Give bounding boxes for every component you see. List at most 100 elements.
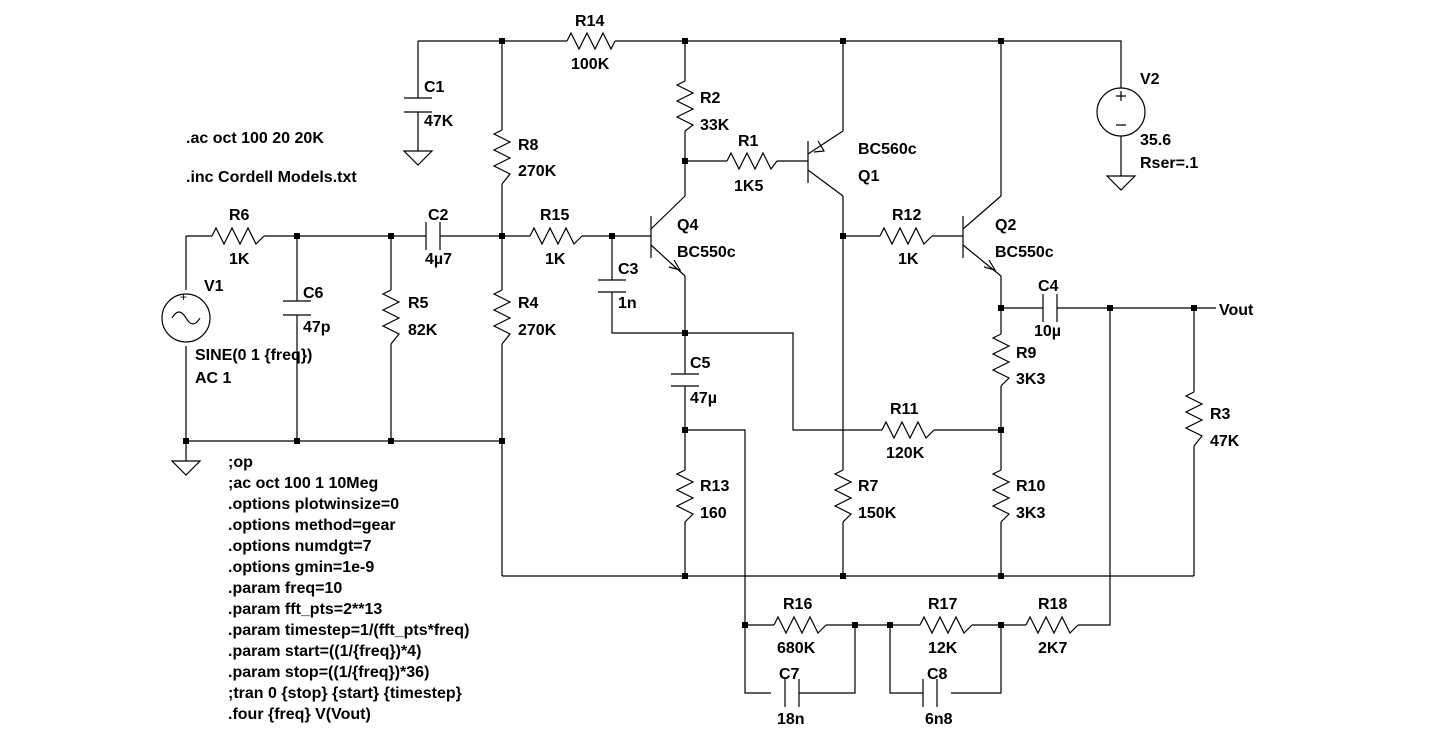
resistor-r6: R6 1K bbox=[211, 207, 265, 268]
directive-line: .param fft_pts=2**13 bbox=[228, 601, 382, 618]
c3-ref: C3 bbox=[618, 261, 639, 278]
directive-line: .param timestep=1/(fft_pts*freq) bbox=[228, 622, 469, 639]
q2-model: BC550c bbox=[995, 244, 1054, 261]
r9-ref: R9 bbox=[1016, 345, 1037, 362]
r2-ref: R2 bbox=[700, 90, 721, 107]
ground-icon-v1 bbox=[170, 460, 202, 476]
r2-value: 33K bbox=[700, 117, 730, 134]
transistor-q2: Q2 BC550c bbox=[962, 195, 1054, 277]
c1-value: 47K bbox=[424, 113, 454, 130]
r6-ref: R6 bbox=[229, 207, 250, 224]
ground-icon-c1 bbox=[402, 150, 434, 166]
directive-line: .inc Cordell Models.txt bbox=[186, 169, 357, 186]
resistor-r17: R17 12K bbox=[919, 596, 973, 657]
capacitor-c6: C6 47p bbox=[283, 285, 331, 336]
directive-line: .ac oct 100 20 20K bbox=[186, 130, 324, 147]
resistor-r13: R13 160 bbox=[675, 469, 729, 523]
resistor-r2: R2 33K bbox=[675, 80, 730, 134]
r13-value: 160 bbox=[700, 505, 727, 522]
transistor-q1: BC560c Q1 bbox=[807, 130, 917, 197]
c4-value: 10µ bbox=[1034, 323, 1061, 340]
c7-value: 18n bbox=[777, 711, 805, 728]
capacitor-c4: C4 10µ bbox=[1034, 278, 1061, 340]
resistor-r15: R15 1K bbox=[529, 207, 583, 268]
capacitor-c3: C3 1n bbox=[598, 261, 639, 312]
directive-line: .options numdgt=7 bbox=[228, 538, 372, 555]
c2-value: 4µ7 bbox=[425, 251, 452, 268]
directives-bottom: ;op ;ac oct 100 1 10Meg .options plotwin… bbox=[228, 454, 469, 723]
r12-ref: R12 bbox=[892, 207, 921, 224]
r1-value: 1K5 bbox=[734, 178, 763, 195]
directive-line: ;op bbox=[228, 454, 253, 471]
transistor-q4: Q4 BC550c bbox=[650, 195, 736, 277]
resistor-r5: R5 82K bbox=[381, 289, 438, 345]
dc-source-v2: V2 35.6 Rser=.1 bbox=[1096, 71, 1198, 172]
resistor-r3: R3 47K bbox=[1184, 391, 1240, 450]
r10-value: 3K3 bbox=[1016, 505, 1045, 522]
r9-value: 3K3 bbox=[1016, 371, 1045, 388]
directive-line: .param start=((1/{freq})*4) bbox=[228, 643, 421, 660]
c4-ref: C4 bbox=[1038, 278, 1059, 295]
r15-value: 1K bbox=[545, 251, 566, 268]
c8-value: 6n8 bbox=[925, 711, 953, 728]
r6-value: 1K bbox=[229, 251, 250, 268]
capacitor-c8: C8 6n8 bbox=[922, 666, 953, 728]
v1-value2: AC 1 bbox=[195, 370, 232, 387]
q2-ref: Q2 bbox=[995, 217, 1016, 234]
v2-value1: 35.6 bbox=[1140, 132, 1171, 149]
q4-ref: Q4 bbox=[677, 217, 698, 234]
directive-line: .options plotwinsize=0 bbox=[228, 496, 399, 513]
resistor-r11: R11 120K bbox=[881, 401, 935, 462]
q1-ref: Q1 bbox=[858, 168, 879, 185]
r13-ref: R13 bbox=[700, 478, 729, 495]
directive-line: .param freq=10 bbox=[228, 580, 342, 597]
v1-plus: + bbox=[180, 290, 187, 304]
r11-ref: R11 bbox=[890, 401, 919, 418]
r12-value: 1K bbox=[898, 251, 919, 268]
resistor-r4: R4 270K bbox=[492, 289, 557, 345]
c3-value: 1n bbox=[618, 295, 637, 312]
directives-top: .ac oct 100 20 20K .inc Cordell Models.t… bbox=[186, 130, 357, 186]
r4-value: 270K bbox=[518, 322, 557, 339]
resistor-r9: R9 3K3 bbox=[991, 333, 1045, 388]
c7-ref: C7 bbox=[779, 666, 800, 683]
directive-line: .options gmin=1e-9 bbox=[228, 559, 374, 576]
capacitor-c5: C5 47µ bbox=[671, 355, 717, 407]
r16-value: 680K bbox=[777, 640, 816, 657]
r7-ref: R7 bbox=[858, 478, 879, 495]
r18-ref: R18 bbox=[1038, 596, 1067, 613]
v2-ref: V2 bbox=[1140, 71, 1160, 88]
resistor-r16: R16 680K bbox=[773, 596, 827, 657]
r10-ref: R10 bbox=[1016, 478, 1045, 495]
ground-symbols bbox=[170, 150, 1137, 476]
c6-value: 47p bbox=[303, 319, 331, 336]
r14-ref: R14 bbox=[575, 13, 604, 30]
junctions bbox=[183, 38, 1197, 628]
directive-line: .param stop=((1/{freq})*36) bbox=[228, 664, 429, 681]
capacitor-c2: C2 4µ7 bbox=[425, 207, 452, 268]
v1-value1: SINE(0 1 {freq}) bbox=[195, 347, 312, 364]
net-label-vout: Vout bbox=[1219, 302, 1254, 319]
v1-ref: V1 bbox=[204, 278, 224, 295]
r8-ref: R8 bbox=[518, 137, 539, 154]
resistor-r12: R12 1K bbox=[879, 207, 933, 268]
directive-line: ;tran 0 {stop} {start} {timestep} bbox=[228, 685, 462, 702]
r15-ref: R15 bbox=[540, 207, 569, 224]
resistor-r7: R7 150K bbox=[833, 469, 897, 523]
r4-ref: R4 bbox=[518, 295, 539, 312]
r17-ref: R17 bbox=[928, 596, 957, 613]
r1-ref: R1 bbox=[738, 133, 759, 150]
c6-ref: C6 bbox=[303, 285, 324, 302]
q1-model: BC560c bbox=[858, 141, 917, 158]
r7-value: 150K bbox=[858, 505, 897, 522]
capacitor-c7: C7 18n bbox=[777, 666, 805, 728]
c5-ref: C5 bbox=[690, 355, 711, 372]
c2-ref: C2 bbox=[428, 207, 449, 224]
r14-value: 100K bbox=[571, 56, 610, 73]
c8-ref: C8 bbox=[927, 666, 948, 683]
r16-ref: R16 bbox=[783, 596, 812, 613]
r18-value: 2K7 bbox=[1038, 640, 1067, 657]
resistor-r10: R10 3K3 bbox=[991, 469, 1045, 523]
r3-ref: R3 bbox=[1210, 406, 1231, 423]
resistor-r8: R8 270K bbox=[492, 129, 557, 185]
